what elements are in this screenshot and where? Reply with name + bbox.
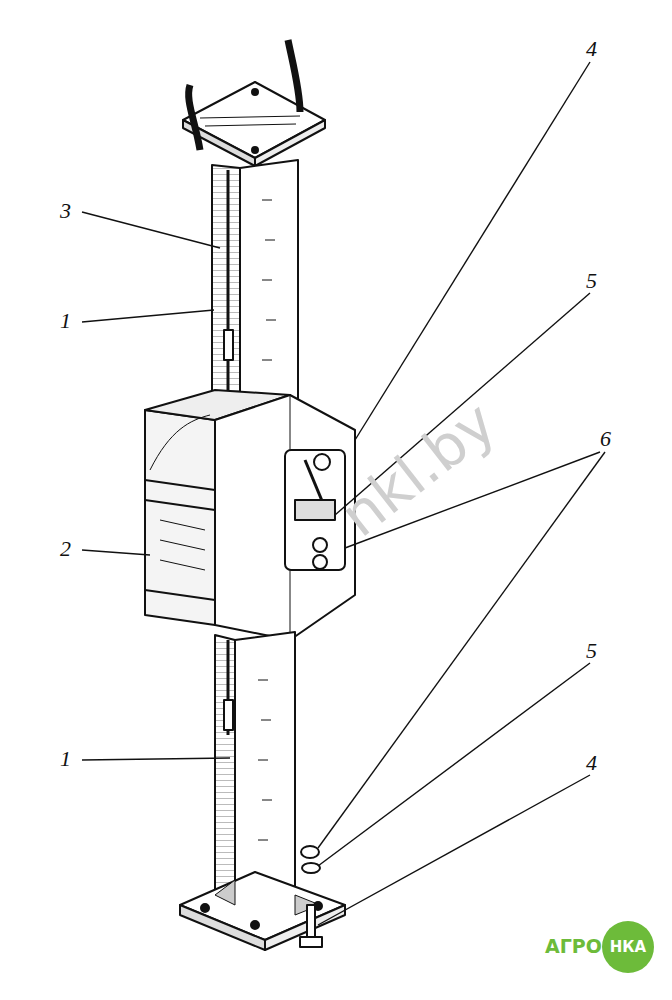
callout-number: 2: [60, 538, 71, 560]
callout-number: 4: [586, 38, 597, 60]
callout-number: 3: [60, 200, 71, 222]
logo-text: НКА: [610, 940, 646, 955]
logo-text: АГРО: [545, 937, 602, 956]
callout-number: 5: [586, 270, 597, 292]
callout-number: 1: [60, 310, 71, 332]
callout-number: 4: [586, 752, 597, 774]
callout-number: 1: [60, 748, 71, 770]
callout-number: 5: [586, 640, 597, 662]
watermark: nkl.by: [331, 392, 505, 546]
callout-number: 6: [600, 428, 611, 450]
